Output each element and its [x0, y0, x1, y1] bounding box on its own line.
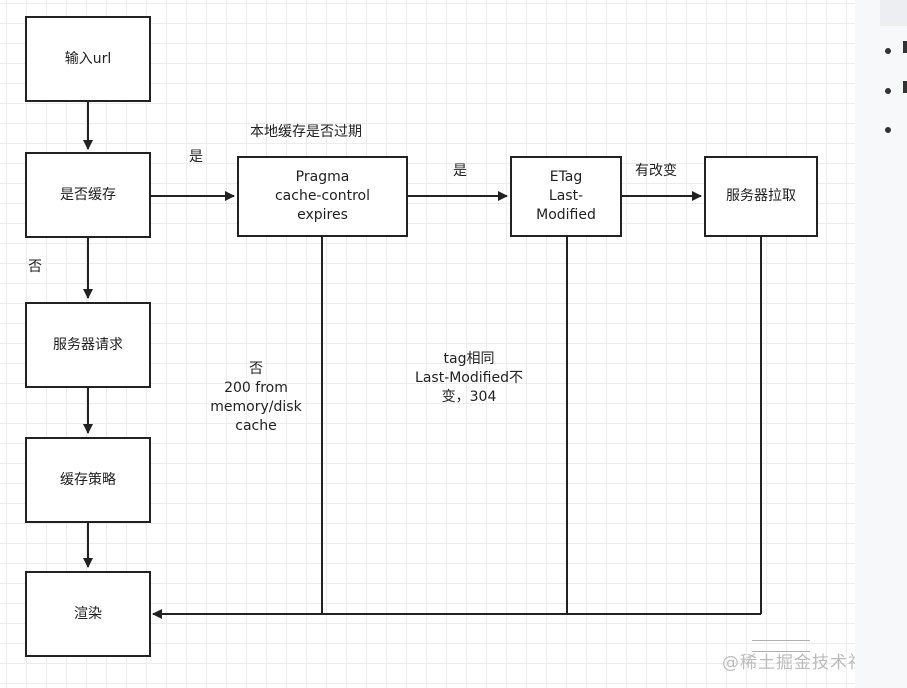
- label-tag-same: tag相同 Last-Modified不 变，304: [415, 351, 523, 405]
- bullet-text-fragment: [903, 41, 907, 53]
- label-no-cached: 否: [28, 259, 42, 275]
- node-is-cached: 是否缓存: [25, 152, 151, 238]
- bullet-icon: [885, 48, 891, 54]
- right-panel-header: [880, 0, 907, 26]
- label-changed: 有改变: [635, 163, 677, 179]
- node-server-fetch-label: 服务器拉取: [726, 188, 796, 204]
- watermark-text: @稀土掘金技术社区: [722, 653, 884, 673]
- bullet-text-fragment: [903, 81, 907, 93]
- node-server-fetch: 服务器拉取: [704, 156, 818, 237]
- node-render-label: 渲染: [74, 605, 102, 622]
- right-panel: [855, 0, 907, 688]
- flowchart-edges: [83, 102, 762, 619]
- node-cache-strategy: 缓存策略: [25, 437, 151, 523]
- node-server-request-label: 服务器请求: [53, 336, 123, 353]
- node-input-url-label: 输入url: [64, 50, 112, 67]
- label-not-expired: 否 200 from memory/disk cache: [210, 361, 302, 434]
- bullet-icon: [885, 88, 891, 94]
- label-yes-expired: 是: [453, 163, 467, 179]
- label-expired-title: 本地缓存是否过期: [250, 124, 362, 140]
- node-render: 渲染: [25, 571, 151, 657]
- node-pragma-label: Pragma cache-control expires: [274, 169, 371, 223]
- node-server-request: 服务器请求: [25, 302, 151, 388]
- node-is-cached-label: 是否缓存: [60, 186, 116, 203]
- node-etag: ETag Last- Modified: [510, 156, 622, 237]
- label-yes-cached: 是: [189, 149, 203, 165]
- bullet-icon: [885, 127, 891, 133]
- node-etag-label: ETag Last- Modified: [536, 169, 596, 223]
- watermark-stamp: [752, 640, 810, 652]
- flowchart-canvas: 输入url 是否缓存 服务器请求 缓存策略 渲染 Pragma cache-co…: [0, 0, 883, 688]
- node-pragma: Pragma cache-control expires: [237, 156, 408, 237]
- node-input-url: 输入url: [25, 16, 151, 102]
- node-cache-strategy-label: 缓存策略: [60, 471, 116, 488]
